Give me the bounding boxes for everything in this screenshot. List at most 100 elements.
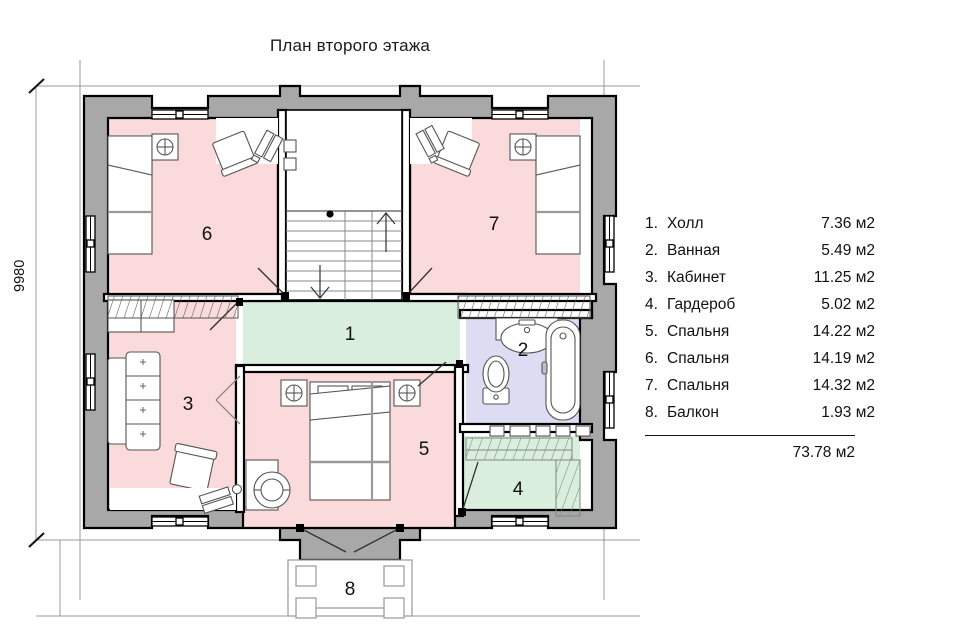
door-swing-office: [215, 375, 241, 425]
door-bedroom-6: [257, 267, 287, 297]
furniture-bedroom-7: [410, 118, 581, 255]
furniture-wardrobe-4: [465, 437, 581, 517]
legend-row-name: Балкон: [667, 404, 719, 421]
legend-row-number: 8.: [645, 404, 658, 421]
window-left-lower: [85, 353, 96, 411]
closet-office-3: [107, 295, 239, 319]
furniture-office-3: [107, 299, 242, 515]
room-label-4: 4: [513, 479, 524, 500]
legend-row-name: Гардероб: [667, 296, 736, 313]
closets: [107, 295, 591, 319]
legend-row-name: Спальня: [667, 377, 730, 394]
legend-row: 4. Гардероб 5.02 м2: [645, 291, 875, 318]
legend-row-number: 5.: [645, 323, 658, 340]
legend-row: 7. Спальня 14.32 м2: [645, 372, 875, 399]
legend-row-name: Спальня: [667, 323, 730, 340]
tile-strip-2: [489, 425, 591, 437]
furniture-bedroom-5: [245, 379, 421, 511]
stair-landing-point: [326, 210, 334, 218]
closet-bedroom-6: [107, 295, 239, 319]
bedroom5-left-wall: [234, 364, 246, 514]
wardrobe-rail-right: [555, 459, 581, 517]
legend-row-area: 11.25 м2: [813, 269, 875, 286]
legend-row: 5. Спальня 14.22 м2: [645, 318, 875, 345]
hall-bottom-wall: [234, 363, 470, 374]
room-label-7: 7: [489, 214, 500, 235]
legend-row-number: 1.: [645, 215, 658, 232]
room-labels: 6 7 1 3 2 5 4 8: [183, 214, 529, 600]
stair-shaft-right-wall: [400, 108, 412, 302]
door-hinges: [236, 292, 466, 532]
room-label-2: 2: [518, 340, 529, 361]
stair-arrow-up: [376, 212, 396, 252]
legend-row-name: Ванная: [667, 242, 721, 259]
legend-row-number: 6.: [645, 350, 658, 367]
window-right-upper: [604, 215, 615, 273]
legend-row-name: Холл: [667, 215, 704, 232]
door-bedroom-7: [405, 267, 433, 297]
staircase: [285, 109, 403, 301]
monitor-6: [250, 129, 284, 164]
shelf-6-a: [283, 139, 297, 153]
balcony-door-right: [353, 527, 401, 553]
window-right-lower: [604, 371, 615, 429]
chair-7: [433, 130, 480, 177]
legend-rows: 1. Холл 7.36 м2 2. Ванная 5.49 м2 3. Кабинет 11.…: [645, 210, 875, 426]
wardrobe-rail-top: [465, 437, 573, 461]
legend-row: 1. Холл 7.36 м2: [645, 210, 875, 237]
stair-arrow-down: [310, 265, 330, 299]
legend-row-name: Кабинет: [667, 269, 726, 286]
toilet-2: [482, 355, 510, 405]
legend-total: 73.78 м2: [792, 444, 855, 461]
sofa-3: [107, 351, 161, 451]
legend-row-area: 5.49 м2: [821, 242, 875, 259]
doors: [209, 267, 479, 553]
room-label-8: 8: [345, 579, 356, 600]
balcony-door-left: [299, 527, 347, 553]
legend-row: 8. Балкон 1.93 м2: [645, 399, 875, 426]
door-wardrobe-4: [461, 461, 479, 513]
window-left-upper: [85, 215, 96, 273]
legend-row-area: 7.36 м2: [821, 215, 875, 232]
legend: 1. Холл 7.36 м2 2. Ванная 5.49 м2 3. Кабинет 11.…: [645, 210, 875, 462]
windows: [85, 109, 615, 527]
legend-row-area: 1.93 м2: [821, 404, 875, 421]
room-label-6: 6: [202, 224, 213, 245]
room-label-5: 5: [419, 439, 430, 460]
balcony-8: [287, 559, 413, 619]
legend-row-number: 4.: [645, 296, 658, 313]
bathtub-2: [541, 319, 581, 421]
legend-row-area: 14.22 м2: [812, 323, 875, 340]
window-top-right: [491, 109, 549, 120]
bedroom5-right-wall: [453, 364, 465, 518]
room-label-1: 1: [345, 324, 356, 345]
legend-row: 3. Кабинет 11.25 м2: [645, 264, 875, 291]
furniture-bathroom-2: [482, 317, 591, 437]
legend-row: 6. Спальня 14.19 м2: [645, 345, 875, 372]
page-title: План второго этажа: [269, 36, 431, 55]
legend-row-number: 7.: [645, 377, 658, 394]
legend-divider: [645, 435, 855, 436]
monitor-7: [415, 124, 445, 164]
closet-bedroom-7: [457, 295, 591, 319]
chair-3: [169, 442, 218, 492]
keyboard-3: [198, 484, 242, 515]
legend-row-area: 5.02 м2: [821, 296, 875, 313]
legend-row-area: 14.19 м2: [812, 350, 875, 367]
legend-row-name: Спальня: [667, 350, 730, 367]
shelf-6-b: [283, 157, 297, 171]
room-fill-1: [243, 300, 460, 366]
window-bottom-right: [491, 516, 549, 527]
legend-row-number: 2.: [645, 242, 658, 259]
room-label-3: 3: [183, 394, 194, 415]
furniture-bedroom-6: [107, 118, 297, 255]
legend-row-number: 3.: [645, 269, 658, 286]
dimension-ticks: [28, 78, 45, 548]
door-office-3: [209, 301, 239, 331]
armchair-5: [253, 471, 291, 509]
legend-row: 2. Ванная 5.49 м2: [645, 237, 875, 264]
window-top-left: [151, 109, 209, 120]
legend-row-area: 14.32 м2: [812, 377, 875, 394]
